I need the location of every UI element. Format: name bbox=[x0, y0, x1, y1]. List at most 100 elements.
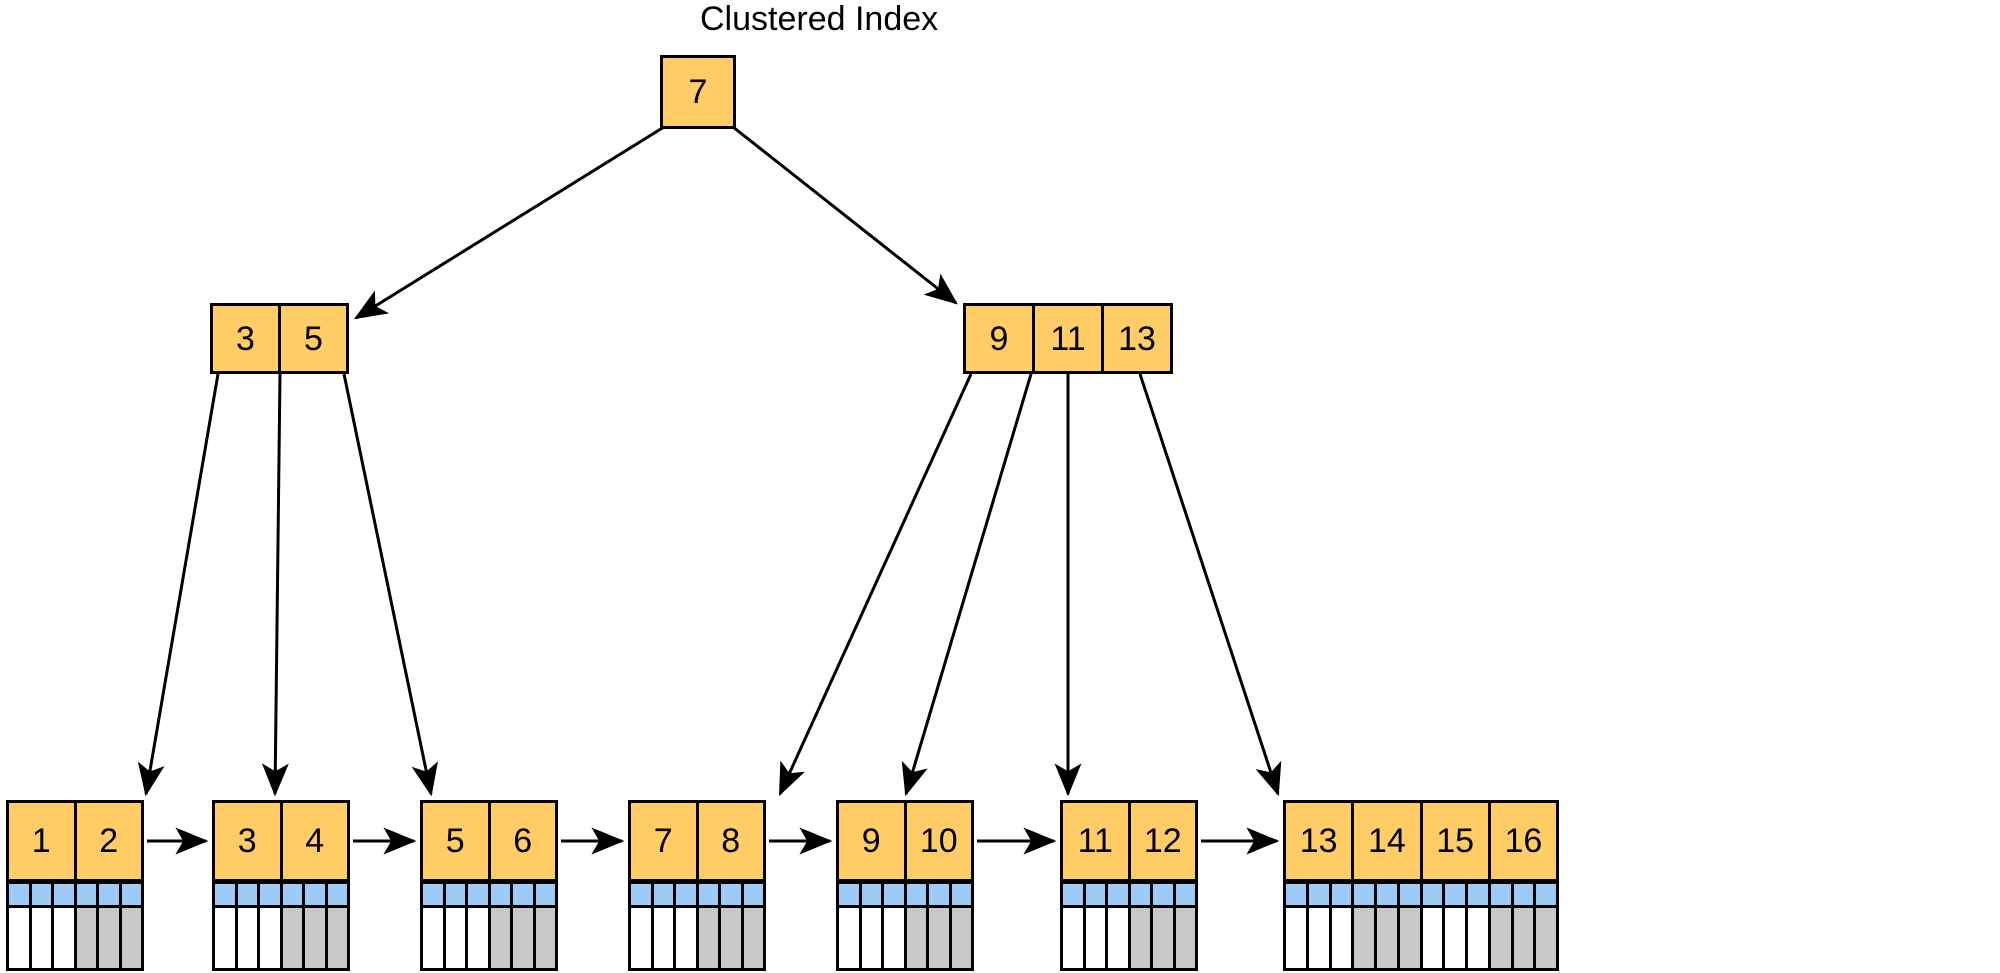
leaf-slot-body-cell bbox=[99, 908, 122, 968]
leaf-slot-header-row bbox=[6, 882, 144, 908]
leaf-slot-body-cell bbox=[631, 908, 654, 968]
leaf-slot-body-cell bbox=[215, 908, 238, 968]
leaf-slot-header-cell bbox=[54, 884, 77, 905]
leaf-key-cell: 14 bbox=[1354, 803, 1423, 879]
leaf-slot-header-cell bbox=[884, 884, 907, 905]
leaf-slot-body-cell bbox=[1085, 908, 1108, 968]
leaf-key-cell: 10 bbox=[906, 803, 971, 879]
leaf-slot-header-cell bbox=[676, 884, 699, 905]
leaf-slot-body-cell bbox=[676, 908, 699, 968]
leaf-slot-body-cell bbox=[535, 908, 555, 968]
index-key-cell: 5 bbox=[281, 306, 346, 371]
leaf-slot-header-cell bbox=[1377, 884, 1400, 905]
leaf-slot-body-cell bbox=[282, 908, 305, 968]
leaf-slot-body-cell bbox=[1286, 908, 1309, 968]
leaf-slot-body-cell bbox=[1063, 908, 1086, 968]
leaf-slot-header-cell bbox=[1308, 884, 1332, 905]
leaf-slot-header-cell bbox=[1331, 884, 1355, 905]
leaf-slot-header-cell bbox=[1536, 884, 1556, 905]
leaf-slot-header-cell bbox=[1130, 884, 1153, 905]
leaf-slot-body-cell bbox=[1445, 908, 1468, 968]
leaf-slot-header-cell bbox=[9, 884, 32, 905]
leaf-slot-header-cell bbox=[1108, 884, 1131, 905]
leaf-slot-body-cell bbox=[121, 908, 141, 968]
leaf-slot-body-cell bbox=[884, 908, 907, 968]
leaf-slot-header-cell bbox=[490, 884, 513, 905]
leaf-slot-header-cell bbox=[305, 884, 328, 905]
leaf-key-cell: 16 bbox=[1490, 803, 1556, 879]
leaf-slot-body-cell bbox=[1536, 908, 1556, 968]
leaf-slot-body-cell bbox=[490, 908, 513, 968]
leaf-slot-body-row bbox=[212, 908, 350, 971]
leaf-slot-header-cell bbox=[423, 884, 446, 905]
leaf-slot-body-cell bbox=[513, 908, 536, 968]
leaf-slot-header-cell bbox=[1085, 884, 1108, 905]
leaf-slot-body-cell bbox=[305, 908, 328, 968]
leaf-slot-body-cell bbox=[445, 908, 468, 968]
leaf-slot-body-cell bbox=[1399, 908, 1423, 968]
leaf-key-cell: 9 bbox=[839, 803, 907, 879]
leaf-slot-body-cell bbox=[9, 908, 32, 968]
page-title: Clustered Index bbox=[700, 0, 939, 38]
index-key-cell: 7 bbox=[663, 58, 733, 126]
index-key-cell: 3 bbox=[213, 306, 281, 371]
leaf-key-cell: 1 bbox=[9, 803, 77, 879]
root-node[interactable]: 7 bbox=[660, 55, 736, 129]
leaf-slot-header-cell bbox=[76, 884, 99, 905]
leaf-slot-header-cell bbox=[1354, 884, 1377, 905]
leaf-slot-body-cell bbox=[721, 908, 744, 968]
leaf-slot-header-cell bbox=[1063, 884, 1086, 905]
leaf-slot-body-cell bbox=[929, 908, 952, 968]
leaf-slot-header-cell bbox=[653, 884, 676, 905]
leaf-slot-header-cell bbox=[1490, 884, 1514, 905]
leaf-key-cell: 13 bbox=[1286, 803, 1355, 879]
leaf-slot-header-cell bbox=[929, 884, 952, 905]
leaf-key-cell: 8 bbox=[698, 803, 763, 879]
leaf-slot-body-row bbox=[836, 908, 974, 971]
leaf-slot-body-cell bbox=[260, 908, 283, 968]
leaf-slot-body-cell bbox=[76, 908, 99, 968]
leaf-slot-header-row bbox=[1283, 882, 1559, 908]
leaf-slot-header-cell bbox=[535, 884, 555, 905]
leaf-slot-body-cell bbox=[1354, 908, 1377, 968]
leaf-slot-body-cell bbox=[468, 908, 491, 968]
leaf-key-cell: 12 bbox=[1130, 803, 1195, 879]
leaf-slot-header-row bbox=[420, 882, 558, 908]
leaf-slot-header-cell bbox=[215, 884, 238, 905]
leaf-slot-header-cell bbox=[260, 884, 283, 905]
leaf-slot-body-cell bbox=[1130, 908, 1153, 968]
leaf-key-cell: 15 bbox=[1422, 803, 1491, 879]
leaf-slot-body-cell bbox=[31, 908, 54, 968]
index-key-cell: 9 bbox=[966, 306, 1035, 371]
leaf-slot-header-cell bbox=[121, 884, 141, 905]
leaf-slot-body-cell bbox=[327, 908, 347, 968]
leaf-slot-header-cell bbox=[445, 884, 468, 905]
leaf-slot-body-cell bbox=[861, 908, 884, 968]
leaf-slot-header-cell bbox=[631, 884, 654, 905]
leaf-slot-header-cell bbox=[839, 884, 862, 905]
leaf-slot-body-cell bbox=[906, 908, 929, 968]
index-key-cell: 11 bbox=[1035, 306, 1104, 371]
leaf-slot-header-row bbox=[212, 882, 350, 908]
leaf-key-cell: 2 bbox=[76, 803, 141, 879]
leaf-slot-body-cell bbox=[743, 908, 763, 968]
leaf-slot-header-cell bbox=[1399, 884, 1423, 905]
leaf-slot-body-cell bbox=[1490, 908, 1514, 968]
leaf-slot-header-cell bbox=[237, 884, 260, 905]
leaf-slot-body-cell bbox=[951, 908, 971, 968]
leaf-slot-header-cell bbox=[31, 884, 54, 905]
